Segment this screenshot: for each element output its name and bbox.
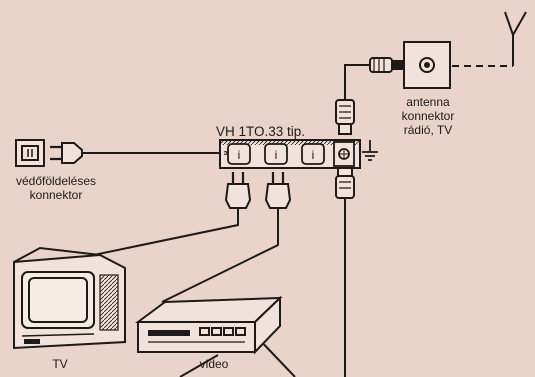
antenna-label-line2: konnektor bbox=[402, 109, 455, 123]
tv-label: TV bbox=[52, 357, 67, 371]
earth-connector-label-line2: konnektor bbox=[30, 188, 83, 202]
bottom-coax-plug bbox=[335, 167, 355, 199]
earth-connector-label-line1: védőföldeléses bbox=[16, 174, 96, 188]
antenna-icon bbox=[504, 11, 527, 66]
strip-coax-socket bbox=[333, 141, 355, 167]
mains-plug-icon bbox=[50, 142, 83, 164]
antenna-label-line3: rádió, TV bbox=[404, 123, 452, 137]
svg-text:i: i bbox=[312, 148, 315, 162]
top-coax-plug bbox=[335, 99, 355, 135]
antenna-wall-socket bbox=[403, 41, 451, 89]
strip-type-label: VH 1TO.33 tip. bbox=[216, 124, 305, 139]
ground-symbol-icon bbox=[362, 140, 378, 161]
tv-power-plug bbox=[224, 172, 252, 209]
antenna-label-line1: antenna bbox=[406, 95, 450, 109]
antenna-cable bbox=[344, 64, 370, 100]
video-power-plug bbox=[264, 172, 292, 209]
video-power-cable bbox=[161, 208, 279, 303]
video-tv-cable bbox=[179, 354, 219, 377]
antenna-plug bbox=[369, 57, 403, 73]
tv-icon bbox=[13, 246, 126, 350]
tv-power-cable bbox=[59, 208, 239, 263]
video-recorder-icon bbox=[134, 295, 283, 355]
video-label: video bbox=[200, 357, 229, 371]
svg-text:i: i bbox=[238, 148, 241, 162]
svg-text:i: i bbox=[275, 148, 278, 162]
strip-socket: i bbox=[301, 143, 325, 165]
earthed-wall-socket-icon bbox=[15, 139, 45, 167]
strip-socket: i bbox=[264, 143, 288, 165]
strip-socket: i bbox=[227, 143, 251, 165]
